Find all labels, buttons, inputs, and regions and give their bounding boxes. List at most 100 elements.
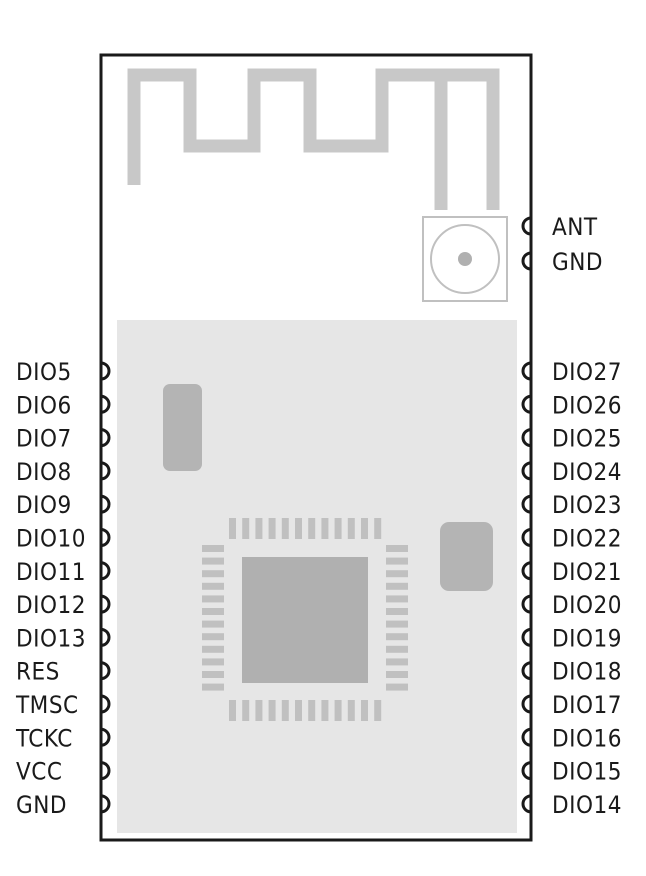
pcb-antenna-trace bbox=[127, 68, 500, 210]
chip-pad-left bbox=[202, 608, 224, 615]
chip-pad-bottom bbox=[361, 700, 368, 721]
chip-pad-top bbox=[347, 518, 355, 539]
chip-die bbox=[242, 557, 368, 683]
right-pin-pad bbox=[521, 661, 532, 681]
right-pin-label: DIO18 bbox=[552, 658, 622, 686]
left-pin-pad bbox=[100, 594, 111, 614]
right-pin-label: DIO14 bbox=[552, 791, 622, 819]
right-top-pin-pad bbox=[521, 216, 532, 236]
rf-connector-center bbox=[458, 252, 472, 266]
right-pin-pad bbox=[521, 761, 532, 781]
chip-pad-left bbox=[202, 557, 224, 565]
left-pin-pad bbox=[100, 528, 111, 547]
right-pin-label: DIO21 bbox=[552, 558, 622, 586]
chip-pad-top bbox=[321, 518, 329, 539]
right-pin-label: DIO26 bbox=[552, 391, 622, 419]
left-pin-pad bbox=[100, 694, 111, 714]
chip-pad-right bbox=[386, 582, 408, 590]
chip-pad-bottom bbox=[334, 700, 342, 721]
qfn-chip bbox=[202, 518, 408, 721]
chip-pad-bottom bbox=[295, 700, 302, 721]
chip-pad-right bbox=[386, 683, 408, 691]
chip-pad-right bbox=[386, 645, 408, 653]
right-pin-label: DIO19 bbox=[552, 624, 622, 652]
left-pin-pad bbox=[100, 461, 111, 481]
left-pin-pad bbox=[100, 761, 111, 781]
right-pin-label: DIO23 bbox=[552, 491, 622, 519]
left-pin-label: DIO7 bbox=[16, 425, 72, 453]
right-pin-pad bbox=[521, 361, 532, 381]
chip-pad-bottom bbox=[321, 700, 329, 721]
chip-pad-top bbox=[281, 518, 289, 539]
passive-component bbox=[440, 522, 493, 591]
chip-pad-bottom bbox=[308, 700, 316, 721]
right-pin-pad bbox=[521, 394, 532, 414]
chip-pad-right bbox=[386, 595, 408, 603]
chip-pad-left bbox=[202, 671, 224, 678]
right-pin-label: DIO20 bbox=[552, 591, 622, 619]
left-pin-pad bbox=[100, 361, 111, 381]
right-pin-label: DIO15 bbox=[552, 758, 622, 786]
right-pin-pad bbox=[521, 627, 532, 647]
left-pin-label: DIO11 bbox=[16, 558, 86, 586]
chip-pad-left bbox=[202, 658, 224, 666]
left-pin-label: DIO13 bbox=[16, 624, 86, 652]
chip-pad-bottom bbox=[255, 700, 263, 721]
chip-pad-left bbox=[202, 620, 224, 628]
chip-pad-right bbox=[386, 620, 408, 628]
chip-pad-bottom bbox=[229, 700, 236, 721]
left-pin-pad bbox=[100, 794, 111, 814]
chip-pad-bottom bbox=[268, 700, 276, 721]
rf-connector bbox=[422, 216, 508, 302]
right-pin-pad bbox=[521, 461, 532, 481]
left-pin-label: RES bbox=[16, 658, 60, 686]
chip-pad-left bbox=[202, 683, 224, 691]
left-pin-pad bbox=[100, 727, 111, 747]
right-pin-pad bbox=[521, 428, 532, 448]
chip-pad-top bbox=[255, 518, 263, 539]
right-pin-pad bbox=[521, 694, 532, 714]
right-pin-label: DIO25 bbox=[552, 425, 622, 453]
right-pin-pad bbox=[521, 727, 532, 747]
left-pin-label: DIO8 bbox=[16, 458, 72, 486]
chip-pad-bottom bbox=[242, 700, 250, 721]
chip-pad-bottom bbox=[347, 700, 355, 721]
right-pin-label: DIO17 bbox=[552, 691, 622, 719]
chip-pad-left bbox=[202, 633, 224, 641]
left-pin-label: DIO12 bbox=[16, 591, 86, 619]
left-pin-label: VCC bbox=[16, 758, 62, 786]
chip-pad-top bbox=[334, 518, 342, 539]
chip-pad-top bbox=[229, 518, 236, 539]
chip-pad-top bbox=[374, 518, 382, 539]
chip-pad-left bbox=[202, 582, 224, 590]
chip-pad-right bbox=[386, 557, 408, 565]
chip-pad-right bbox=[386, 570, 408, 578]
right-top-pin-label: ANT bbox=[552, 213, 598, 241]
chip-pad-bottom bbox=[374, 700, 382, 721]
left-pin-pad bbox=[100, 494, 111, 514]
right-pin-pad bbox=[521, 794, 532, 814]
left-pin-pad bbox=[100, 661, 111, 681]
left-pin-label: DIO6 bbox=[16, 391, 72, 419]
chip-pad-left bbox=[202, 570, 224, 578]
left-pin-row: DIO5DIO6DIO7DIO8DIO9DIO10DIO11DIO12DIO13… bbox=[15, 358, 111, 819]
left-pin-pad bbox=[100, 561, 111, 581]
right-top-pin-pad bbox=[521, 251, 532, 271]
chip-pad-right bbox=[386, 658, 408, 666]
chip-pad-right bbox=[386, 633, 408, 641]
right-pin-label: DIO16 bbox=[552, 724, 622, 752]
right-pin-pad bbox=[521, 528, 532, 547]
left-pin-label: GND bbox=[16, 791, 67, 819]
left-pin-label: TCKC bbox=[15, 724, 73, 752]
left-pin-pad bbox=[100, 428, 111, 448]
chip-pad-top bbox=[268, 518, 276, 539]
crystal-component bbox=[163, 384, 202, 471]
right-pin-row: ANTGNDDIO27DIO26DIO25DIO24DIO23DIO22DIO2… bbox=[521, 213, 622, 819]
chip-pad-top bbox=[295, 518, 302, 539]
right-pin-label: DIO27 bbox=[552, 358, 622, 386]
left-pin-pad bbox=[100, 394, 111, 414]
chip-pad-top bbox=[361, 518, 368, 539]
chip-pad-right bbox=[386, 545, 408, 552]
left-pin-pad bbox=[100, 627, 111, 647]
